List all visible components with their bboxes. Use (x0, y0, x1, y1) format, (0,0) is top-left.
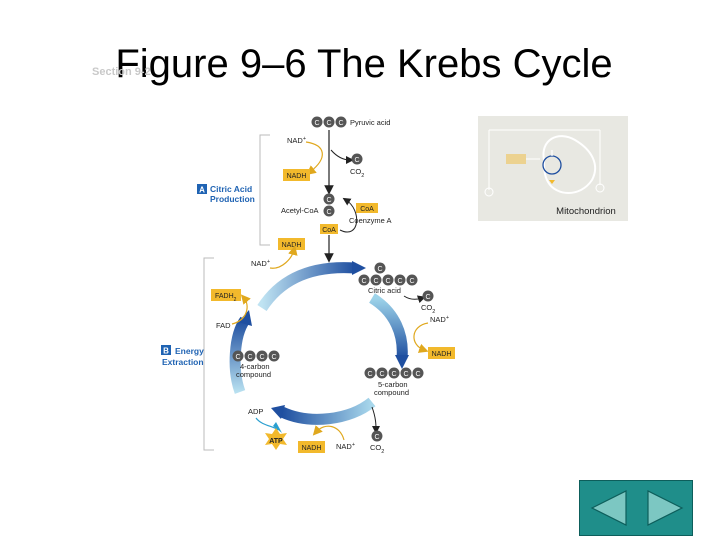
co2-carbon-bottom (371, 430, 383, 442)
svg-text:C: C (397, 278, 402, 285)
cycle-arc-top (257, 262, 356, 312)
svg-text:C: C (247, 354, 252, 361)
svg-text:C: C (259, 354, 264, 361)
svg-text:C: C (354, 157, 359, 164)
nad-top-arrow (269, 245, 298, 269)
adp-to-atp-arrow (255, 417, 279, 431)
co2-label-a: CO2 (350, 167, 364, 179)
previous-slide-button[interactable] (586, 487, 634, 529)
nad-to-nadh-arrow-bottom (312, 425, 345, 441)
chevron-right-icon (647, 490, 684, 526)
svg-text:CoA: CoA (322, 227, 336, 234)
svg-text:C: C (409, 278, 414, 285)
four-carbon-compound-carbons: C C C C (232, 350, 280, 362)
svg-text:C: C (326, 120, 331, 127)
co2-label-right: CO2 (421, 303, 435, 315)
mitochondrion-outline (542, 135, 597, 194)
co2-label-bottom: CO2 (370, 443, 384, 455)
nad-label-a: NAD+ (287, 136, 306, 145)
citric-acid-carbons: C C C C C C (358, 262, 418, 286)
nadh-box-a (283, 169, 310, 181)
svg-text:C: C (373, 278, 378, 285)
stage-a-label-line1: Citric Acid (210, 184, 252, 194)
svg-text:C: C (367, 371, 372, 378)
slide-title: Figure 9–6 The Krebs Cycle (115, 42, 613, 86)
nad-label-top: NAD+ (251, 259, 270, 268)
nadh-box-bottom (298, 441, 325, 453)
nadh-box-a2 (278, 238, 305, 250)
svg-text:NADH: NADH (432, 351, 452, 358)
svg-text:C: C (415, 371, 420, 378)
five-carbon-compound-carbons: C C C C C (364, 367, 424, 379)
cycle-arc-left (229, 316, 250, 394)
stage-b-label-line2: Extraction (162, 357, 204, 367)
svg-text:C: C (271, 354, 276, 361)
stage-b-letter: B (163, 347, 169, 356)
next-slide-button[interactable] (640, 487, 688, 529)
nad-to-nadh-arrow-a (305, 141, 323, 175)
chevron-left-icon (590, 490, 627, 526)
cycle-arc-bottom (279, 397, 376, 425)
mitochondrion-caption: Mitochondrion (556, 206, 616, 217)
slide-navigation (579, 480, 693, 536)
svg-text:C: C (361, 278, 366, 285)
svg-text:C: C (374, 434, 379, 441)
co2-release-arrow-right (403, 295, 426, 304)
nadh-box-right (428, 347, 455, 359)
svg-text:C: C (377, 266, 382, 273)
nad-to-nadh-arrow-right (413, 322, 429, 353)
mitochondrion-inset-panel (478, 116, 628, 221)
svg-text:C: C (425, 294, 430, 301)
co2-release-arrow-a (330, 149, 354, 164)
adp-label: ADP (248, 407, 263, 416)
ghost-section-label: Section 9-2 (92, 66, 151, 78)
co2-carbon-a (351, 153, 363, 165)
coa-box-right (356, 203, 378, 213)
svg-text:C: C (403, 371, 408, 378)
fad-label: FAD (216, 321, 231, 330)
nad-label-bottom: NAD+ (336, 442, 355, 451)
svg-text:CoA: CoA (360, 206, 374, 213)
stage-b-label-line1: Energy (175, 346, 204, 356)
pyruvic-acid-label: Pyruvic acid (350, 118, 390, 127)
stage-b-bracket (203, 257, 214, 451)
cycle-arc-right (368, 293, 408, 359)
stage-a-bracket (259, 134, 270, 246)
coa-recycle-arrow (339, 197, 358, 233)
svg-text:C: C (379, 371, 384, 378)
svg-text:NADH: NADH (302, 445, 322, 452)
citric-acid-label: Citric acid (368, 286, 401, 295)
fadh2-box (211, 289, 241, 301)
svg-text:C: C (385, 278, 390, 285)
atp-starburst (265, 428, 287, 450)
svg-text:C: C (235, 354, 240, 361)
fadh2-label: FADH2 (215, 293, 237, 303)
svg-text:C: C (314, 120, 319, 127)
coenzyme-a-label: Coenzyme A (349, 216, 392, 225)
stage-b-badge (161, 345, 171, 355)
svg-text:NADH: NADH (287, 173, 307, 180)
svg-text:C: C (391, 371, 396, 378)
four-carbon-label-2: compound (236, 370, 271, 379)
five-carbon-label-1: 5-carbon (378, 380, 408, 389)
atp-label: ATP (269, 438, 283, 445)
four-carbon-label-1: 4-carbon (240, 362, 270, 371)
mini-cycle-icon (542, 155, 562, 175)
nad-label-right: NAD+ (430, 315, 449, 324)
coa-box-bottom (320, 224, 338, 234)
stage-a-label-line2: Production (210, 194, 255, 204)
pyruvic-acid-carbons: C C C (311, 116, 347, 128)
co2-carbon-right (422, 290, 434, 302)
stage-a-letter: A (199, 186, 205, 195)
svg-text:C: C (326, 197, 331, 204)
svg-text:C: C (338, 120, 343, 127)
stage-a-badge (197, 184, 207, 194)
five-carbon-label-2: compound (374, 388, 409, 397)
acetyl-coa-label: Acetyl-CoA (281, 206, 319, 215)
fad-to-fadh2-arrow (231, 294, 251, 325)
svg-text:NADH: NADH (282, 242, 302, 249)
co2-release-arrow-bottom (371, 406, 380, 434)
svg-text:C: C (326, 209, 331, 216)
